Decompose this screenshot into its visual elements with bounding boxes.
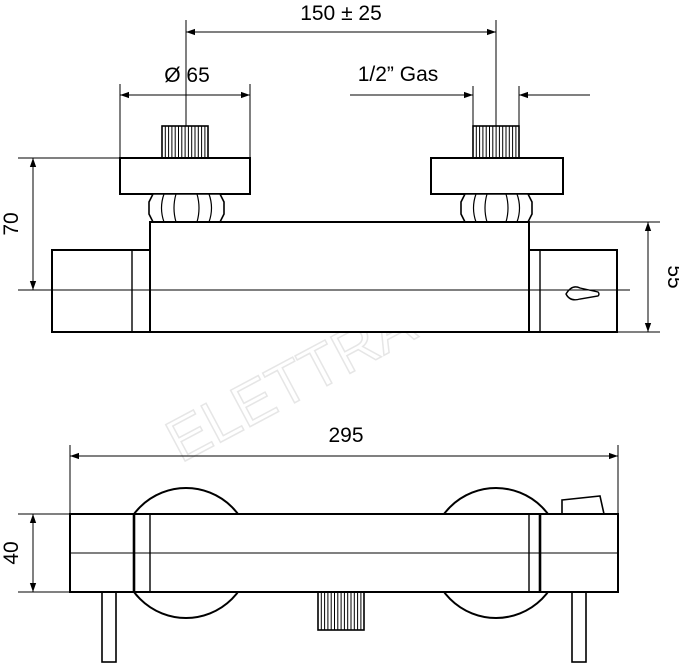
dimension-depth: 40 [0, 513, 70, 593]
thread-stub-left [161, 125, 209, 159]
hex-nut-left [148, 193, 225, 223]
handle-left-front [51, 249, 151, 333]
dimension-spacing-label: 150 ± 25 [300, 2, 382, 25]
pipe-leg-left [101, 591, 117, 663]
dimension-height-55-label: 55 [663, 265, 679, 288]
dimension-depth-label: 40 [0, 541, 23, 564]
dimension-thread: 1/2” Gas [350, 63, 590, 126]
dimension-spacing: 150 ± 25 [185, 2, 497, 240]
dimension-height-70-label: 70 [0, 212, 23, 235]
dimension-height-55: 55 [529, 221, 679, 333]
mixer-body-front [149, 221, 530, 333]
outlet-thread [317, 591, 365, 631]
flow-knob [561, 495, 605, 515]
dimension-length-label: 295 [328, 424, 363, 447]
thread-stub-right [472, 125, 520, 159]
front-view: 150 ± 25 Ø 65 1/2” Gas 70 [0, 2, 679, 333]
dimension-length: 295 [69, 424, 619, 520]
hex-nut-right [460, 193, 533, 223]
escutcheon-right [430, 157, 564, 195]
escutcheon-left [119, 157, 251, 195]
top-view: 295 40 [0, 424, 619, 663]
dimension-thread-label: 1/2” Gas [358, 63, 439, 86]
dimension-diameter: Ø 65 [119, 64, 251, 158]
dimension-diameter-label: Ø 65 [164, 64, 210, 87]
pipe-leg-right [571, 591, 587, 663]
